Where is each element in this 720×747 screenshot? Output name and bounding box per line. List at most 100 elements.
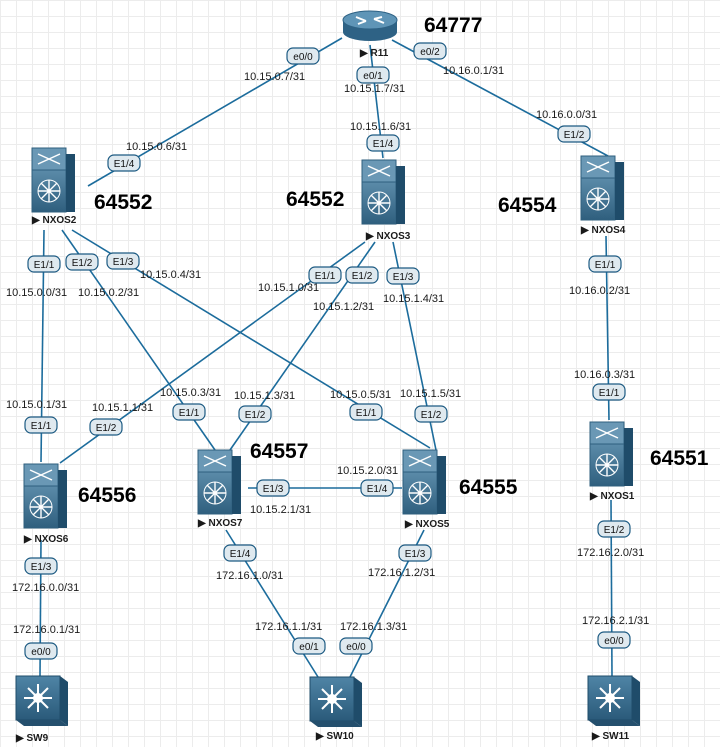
device-label: ▶ NXOS5 [404,519,450,530]
ip-label: 172.16.2.1/31 [582,615,649,627]
interface-pill[interactable]: E1/3 [106,252,140,270]
ip-label: 10.15.1.1/31 [92,402,153,414]
interface-pill[interactable]: E1/4 [223,544,257,562]
interface-pill[interactable]: E1/4 [360,479,394,497]
device-nxos5[interactable]: ▶ NXOS5 [402,449,450,530]
interface-pill[interactable]: E1/2 [65,253,99,271]
device-nxos1[interactable]: ▶ NXOS1 [589,421,635,502]
interface-pill[interactable]: E1/2 [414,405,448,423]
asn-label-nxos3: 64552 [286,188,344,211]
ip-label: 10.15.0.5/31 [330,389,391,401]
ip-label: 10.15.0.1/31 [6,399,67,411]
svg-text:E1/3: E1/3 [263,484,284,495]
device-sw9[interactable]: ▶ SW9 [15,675,68,744]
interface-pills: e0/0 E1/4 e0/1 E1/4 e0/2 E1/2 E1/1 E1/1 … [24,42,631,660]
ip-label: 10.15.0.6/31 [126,141,187,153]
device-nxos2[interactable]: ▶ NXOS2 [31,147,77,226]
ip-label: 10.15.2.1/31 [250,504,311,516]
ip-label: 10.15.1.2/31 [313,301,374,313]
device-label: ▶ SW9 [15,733,49,744]
interface-pill[interactable]: E1/3 [386,267,420,285]
device-nxos3[interactable]: ▶ NXOS3 [361,159,411,242]
interface-pill[interactable]: e0/0 [339,637,373,655]
ip-label: 10.16.0.3/31 [574,369,635,381]
svg-text:e0/1: e0/1 [363,71,383,82]
svg-text:e0/0: e0/0 [346,642,366,653]
nexus-switch-icon [197,449,241,515]
device-label: ▶ SW11 [591,731,630,742]
device-nxos7[interactable]: ▶ NXOS7 [197,449,243,529]
ip-label: 172.16.1.2/31 [368,567,435,579]
ip-label: 172.16.0.1/31 [13,624,80,636]
interface-pill[interactable]: E1/2 [597,520,631,538]
svg-text:E1/3: E1/3 [113,257,134,268]
ip-label: 10.15.0.4/31 [140,269,201,281]
ip-label: 10.15.0.3/31 [160,387,221,399]
svg-text:E1/2: E1/2 [352,271,373,282]
interface-pill[interactable]: E1/4 [107,154,141,172]
svg-text:E1/4: E1/4 [367,484,388,495]
interface-pill[interactable]: E1/4 [366,134,400,152]
interface-pill[interactable]: e0/0 [24,642,58,660]
asn-labels: 64777 64552 64552 64554 64551 64556 6455… [78,14,709,507]
device-label: ▶ R11 [359,48,389,59]
svg-text:E1/1: E1/1 [599,388,620,399]
ip-label: 172.16.0.0/31 [12,582,79,594]
svg-text:E1/1: E1/1 [315,271,336,282]
svg-text:E1/1: E1/1 [595,260,616,271]
interface-pill[interactable]: E1/3 [24,557,58,575]
switch-icon [15,675,68,726]
svg-text:E1/4: E1/4 [114,159,135,170]
interface-pill[interactable]: e0/2 [413,42,447,60]
ip-label: 10.15.1.3/31 [234,390,295,402]
nexus-switch-icon [361,159,405,225]
interface-pill[interactable]: E1/1 [592,383,626,401]
svg-text:E1/2: E1/2 [604,525,625,536]
interface-pill[interactable]: E1/1 [172,403,206,421]
switch-icon [587,675,640,726]
interface-pill[interactable]: E1/3 [256,479,290,497]
svg-text:e0/2: e0/2 [420,47,440,58]
interface-pill[interactable]: E1/3 [398,544,432,562]
asn-label-nxos4: 64554 [498,194,557,217]
interface-pill[interactable]: E1/1 [27,255,61,273]
ip-label: 10.15.1.5/31 [400,388,461,400]
device-nxos4[interactable]: ▶ NXOS4 [580,155,626,236]
device-sw11[interactable]: ▶ SW11 [587,675,640,742]
interface-pill[interactable]: e0/1 [292,637,326,655]
ip-label: 10.15.0.7/31 [244,71,305,83]
svg-text:E1/1: E1/1 [34,260,55,271]
interface-pill[interactable]: e0/0 [597,631,631,649]
interface-pill[interactable]: E1/2 [89,418,123,436]
interface-pill[interactable]: E1/2 [238,405,272,423]
interface-pill[interactable]: E1/1 [308,266,342,284]
interface-pill[interactable]: E1/2 [557,125,591,143]
device-r11[interactable]: ▶ R11 [342,10,398,59]
device-label: ▶ SW10 [315,731,354,742]
asn-label-nxos2: 64552 [94,191,152,214]
ip-label: 10.15.1.0/31 [258,282,319,294]
svg-text:e0/0: e0/0 [293,52,313,63]
interface-pill[interactable]: E1/1 [24,416,58,434]
device-sw10[interactable]: ▶ SW10 [309,676,362,742]
interface-pill[interactable]: E1/1 [588,255,622,273]
svg-text:e0/1: e0/1 [299,642,319,653]
device-label: ▶ NXOS2 [31,215,77,226]
ip-label: 10.15.0.2/31 [78,287,139,299]
ip-label: 10.15.0.0/31 [6,287,67,299]
interface-pill[interactable]: e0/1 [356,66,390,84]
interface-pill[interactable]: E1/2 [345,266,379,284]
links-layer [39,37,613,678]
interface-pill[interactable]: e0/0 [286,47,320,65]
ip-label: 172.16.1.0/31 [216,570,283,582]
svg-text:E1/3: E1/3 [31,562,52,573]
asn-label-nxos1: 64551 [650,447,709,470]
svg-text:E1/1: E1/1 [179,408,200,419]
ip-label: 10.15.1.4/31 [383,293,444,305]
interface-pill[interactable]: E1/1 [349,403,383,421]
device-nxos6[interactable]: ▶ NXOS6 [23,463,69,545]
nexus-switch-icon [580,155,624,221]
nexus-switch-icon [402,449,446,515]
